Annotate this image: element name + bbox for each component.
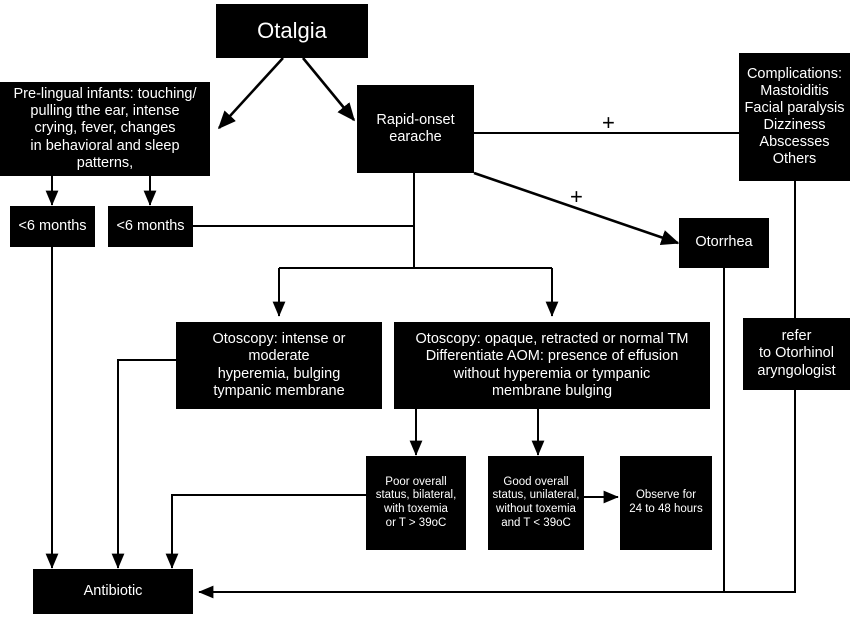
plus-label-complications: +	[602, 110, 615, 135]
node-antibiotic[interactable]: Antibiotic	[33, 569, 193, 614]
node-otorrhea[interactable]: Otorrhea	[679, 218, 769, 268]
node-otoscopy-right[interactable]: Otoscopy: opaque, retracted or normal TM…	[394, 322, 710, 409]
node-good-overall-status[interactable]: Good overall status, unilateral, without…	[488, 456, 584, 550]
edge-rapid-onset-to-otorrhea	[473, 171, 680, 245]
node-prelingual-infants[interactable]: Pre-lingual infants: touching/ pulling t…	[0, 82, 210, 176]
edge-otalgia-to-rapid-onset	[301, 57, 356, 122]
node-otalgia[interactable]: Otalgia	[216, 4, 368, 58]
edge-otoscopy-left-to-antibiotic	[111, 359, 176, 569]
node-rapid-onset-earache[interactable]: Rapid-onset earache	[357, 85, 474, 173]
plus-label-otorrhea: +	[570, 184, 583, 209]
edge-otalgia-to-prelingual	[217, 57, 284, 130]
edge-poor-status-to-antibiotic	[165, 494, 366, 569]
node-poor-overall-status[interactable]: Poor overall status, bilateral, with tox…	[366, 456, 466, 550]
node-otoscopy-left[interactable]: Otoscopy: intense or moderate hyperemia,…	[176, 322, 382, 409]
node-months-left[interactable]: <6 months	[10, 206, 95, 247]
node-refer-otorhinolaryngologist[interactable]: refer to Otorhinol aryngologist	[743, 318, 850, 390]
node-observe[interactable]: Observe for 24 to 48 hours	[620, 456, 712, 550]
edge-refer-to-antibiotic	[198, 390, 796, 599]
node-months-right[interactable]: <6 months	[108, 206, 193, 247]
node-complications[interactable]: Complications: Mastoiditis Facial paraly…	[739, 53, 850, 181]
